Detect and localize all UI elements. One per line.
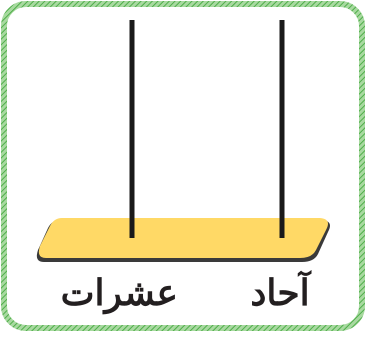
tens-label: عشرات xyxy=(66,275,178,311)
abacus-base xyxy=(39,218,328,258)
ones-label: آحاد xyxy=(240,275,320,311)
